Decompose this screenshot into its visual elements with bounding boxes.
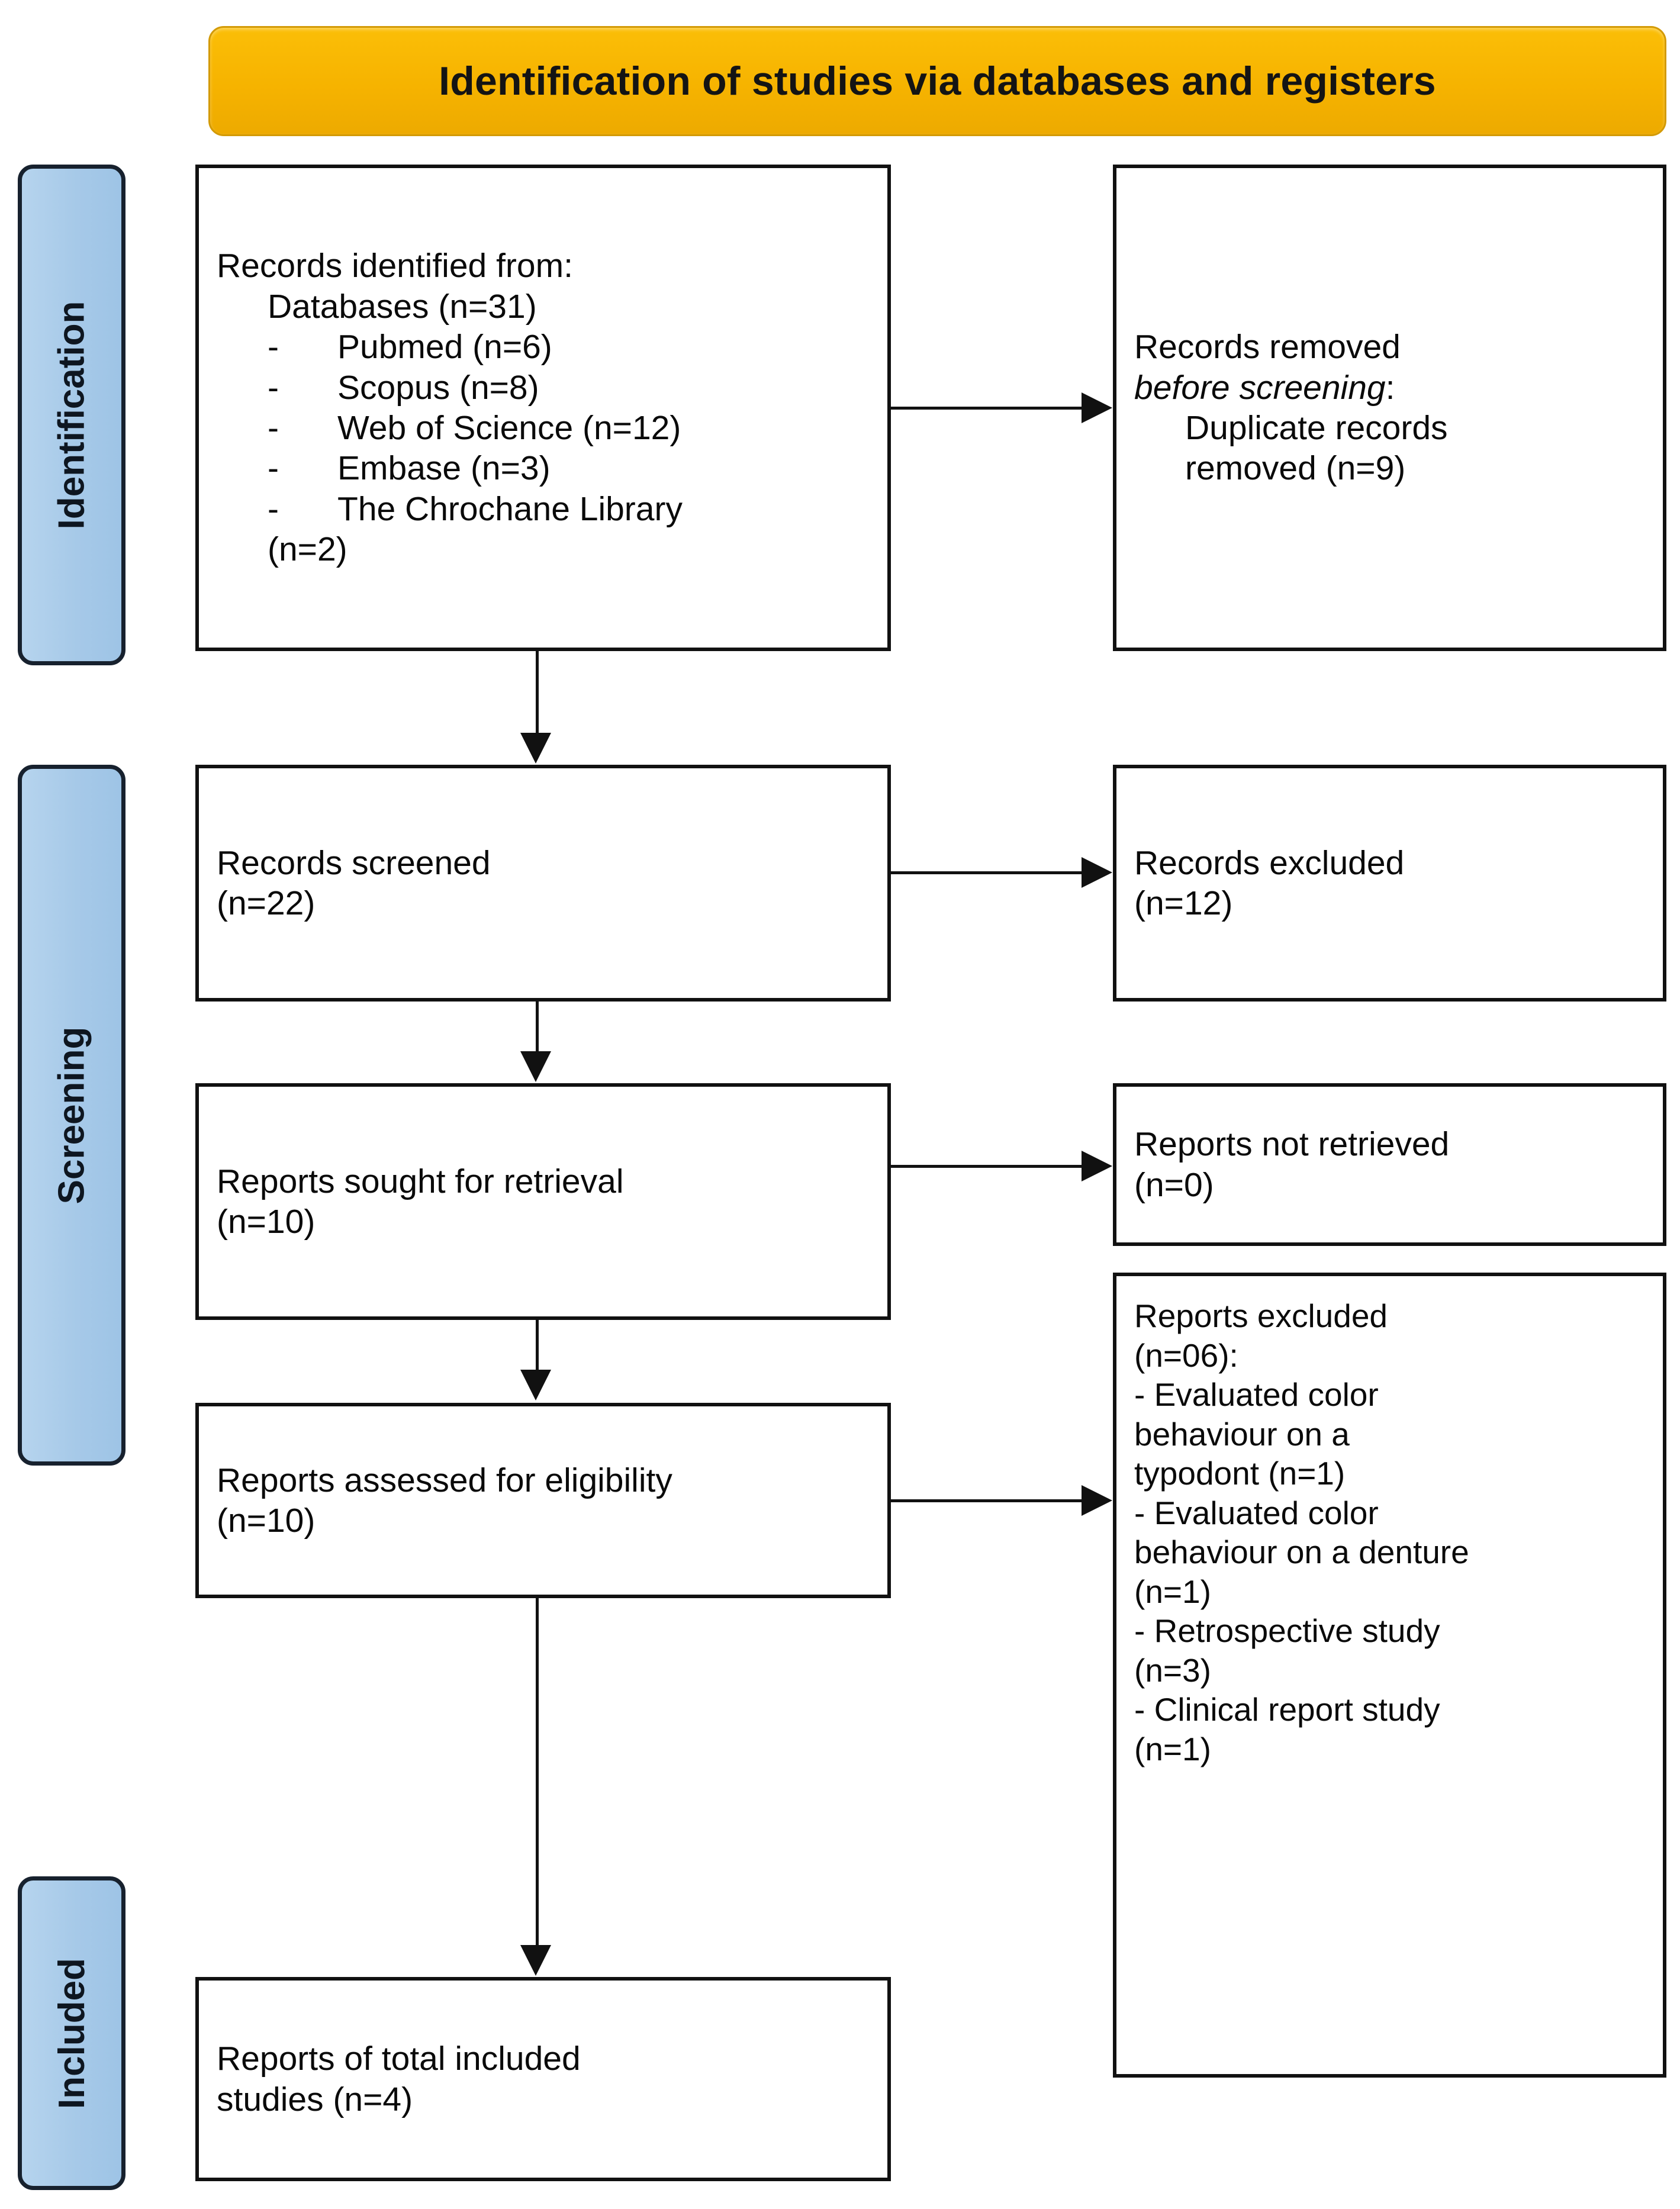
- records-removed-line1: Records removed: [1134, 328, 1401, 366]
- connector-identified-to-removed: [891, 407, 1082, 410]
- box-reports-not-retrieved: Reports not retrieved (n=0): [1113, 1083, 1666, 1246]
- box-reports-excluded: Reports excluded (n=06): - Evaluated col…: [1113, 1273, 1666, 2078]
- source-item-pubmed: - Pubmed (n=6): [217, 327, 870, 367]
- bullet-dash: -: [268, 328, 279, 366]
- exclusion-reason-line: (n=1): [1134, 1731, 1211, 1768]
- box-reports-sought: Reports sought for retrieval (n=10): [195, 1083, 891, 1320]
- arrowhead-assessed-to-included: [520, 1945, 551, 1976]
- records-removed-line3: Duplicate records: [1185, 409, 1448, 447]
- phase-tab-included: Included: [18, 1876, 125, 2190]
- bullet-dash: -: [268, 449, 279, 488]
- source-label: Web of Science (n=12): [337, 409, 681, 447]
- exclusion-reason-line: behaviour on a denture: [1134, 1534, 1469, 1571]
- records-removed-line2: before screening:: [1134, 368, 1645, 408]
- records-removed-emphasis: before screening: [1134, 368, 1386, 407]
- source-item-cochrane-library-count: (n=2): [268, 530, 347, 569]
- banner-title: Identification of studies via databases …: [439, 59, 1436, 104]
- bullet-dash: -: [268, 368, 279, 407]
- exclusion-reason-line: - Evaluated color: [1134, 1376, 1379, 1413]
- reports-excluded-heading: Reports excluded: [1134, 1297, 1388, 1334]
- connector-assessed-to-reports-excluded: [891, 1499, 1082, 1502]
- records-screened-count: (n=22): [217, 884, 316, 922]
- phase-tab-identification: Identification: [18, 165, 125, 665]
- reports-sought-label: Reports sought for retrieval: [217, 1162, 624, 1200]
- reports-not-retrieved-count: (n=0): [1134, 1165, 1214, 1204]
- source-label: Pubmed (n=6): [337, 328, 552, 366]
- records-excluded-count: (n=12): [1134, 884, 1233, 922]
- records-identified-heading: Records identified from:: [217, 247, 573, 285]
- phase-label-included: Included: [51, 1957, 92, 2109]
- reports-assessed-label: Reports assessed for eligibility: [217, 1461, 672, 1499]
- arrowhead-sought-to-not-retrieved: [1082, 1151, 1112, 1181]
- exclusion-reason-line: behaviour on a: [1134, 1415, 1350, 1453]
- records-identified-databases: Databases (n=31): [268, 287, 537, 326]
- reports-sought-count: (n=10): [217, 1203, 316, 1241]
- records-removed-colon: :: [1385, 368, 1395, 407]
- box-records-screened: Records screened (n=22): [195, 765, 891, 1002]
- arrowhead-screened-to-excluded: [1082, 857, 1112, 888]
- connector-sought-to-not-retrieved: [891, 1165, 1082, 1168]
- connector-screened-to-sought: [536, 1002, 539, 1052]
- source-item-embase: - Embase (n=3): [217, 448, 870, 488]
- exclusion-reason-line: - Clinical report study: [1134, 1691, 1440, 1728]
- arrowhead-sought-to-assessed: [520, 1370, 551, 1400]
- exclusion-reason-line: (n=3): [1134, 1651, 1211, 1689]
- box-reports-assessed: Reports assessed for eligibility (n=10): [195, 1403, 891, 1598]
- source-item-scopus: - Scopus (n=8): [217, 368, 870, 408]
- box-reports-included: Reports of total included studies (n=4): [195, 1977, 891, 2181]
- reports-included-count: studies (n=4): [217, 2080, 413, 2118]
- exclusion-reason-line: (n=1): [1134, 1573, 1211, 1610]
- records-excluded-label: Records excluded: [1134, 843, 1405, 882]
- connector-assessed-to-included: [536, 1598, 539, 1946]
- exclusion-reason-line: - Retrospective study: [1134, 1612, 1440, 1650]
- source-item-web-of-science: - Web of Science (n=12): [217, 408, 870, 448]
- reports-excluded-count: (n=06):: [1134, 1337, 1238, 1374]
- box-records-identified: Records identified from: Databases (n=31…: [195, 165, 891, 651]
- box-records-removed: Records removed before screening: Duplic…: [1113, 165, 1666, 651]
- exclusion-reason-line: - Evaluated color: [1134, 1494, 1379, 1531]
- connector-identified-to-screened: [536, 651, 539, 734]
- connector-screened-to-excluded: [891, 871, 1082, 874]
- phase-tab-screening: Screening: [18, 765, 125, 1466]
- exclusion-reason-line: typodont (n=1): [1134, 1455, 1346, 1492]
- source-label: The Chrochane Library: [337, 490, 683, 528]
- diagram-header-banner: Identification of studies via databases …: [208, 26, 1666, 136]
- box-records-excluded: Records excluded (n=12): [1113, 765, 1666, 1002]
- arrowhead-screened-to-sought: [520, 1051, 551, 1082]
- reports-not-retrieved-label: Reports not retrieved: [1134, 1125, 1450, 1164]
- arrowhead-identified-to-removed: [1082, 392, 1112, 423]
- arrowhead-identified-to-screened: [520, 733, 551, 764]
- bullet-dash: -: [268, 490, 279, 528]
- records-removed-line4: removed (n=9): [1185, 449, 1406, 488]
- arrowhead-assessed-to-reports-excluded: [1082, 1485, 1112, 1516]
- connector-sought-to-assessed: [536, 1320, 539, 1371]
- phase-label-screening: Screening: [51, 1026, 92, 1204]
- source-item-cochrane-library: - The Chrochane Library: [217, 489, 870, 529]
- records-screened-label: Records screened: [217, 843, 491, 882]
- reports-included-label: Reports of total included: [217, 2040, 581, 2078]
- phase-label-identification: Identification: [51, 301, 92, 529]
- source-label: Scopus (n=8): [337, 368, 539, 407]
- bullet-dash: -: [268, 409, 279, 447]
- reports-assessed-count: (n=10): [217, 1502, 316, 1540]
- source-label: Embase (n=3): [337, 449, 551, 488]
